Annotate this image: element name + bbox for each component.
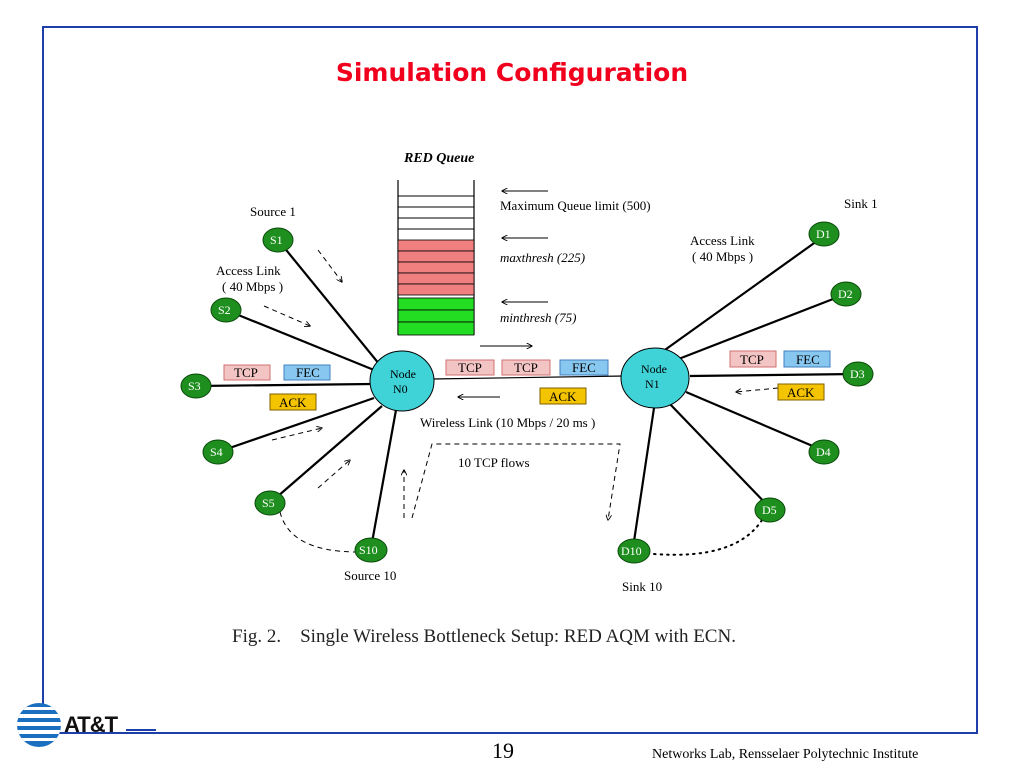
hub-n1-line1: Node [641, 362, 667, 376]
red-queue: RED Queue Maximum Queue limit (500) maxt… [397, 151, 651, 336]
packet-tcp-left-label: TCP [234, 365, 258, 380]
hub-n1-line2: N1 [645, 377, 660, 391]
packets-middle: TCP TCP FEC ACK [445, 359, 609, 405]
label-source10: Source 10 [344, 568, 396, 583]
footer-credit: Networks Lab, Rensselaer Polytechnic Ins… [652, 747, 919, 762]
sink-dotted-curve [653, 519, 763, 556]
packet-fec-mid [559, 359, 609, 376]
packets-left: TCP FEC ACK [223, 364, 331, 411]
packet-fec-mid-label: FEC [572, 360, 596, 375]
source-s5-label: S5 [262, 496, 275, 510]
wireless-link-line [431, 375, 625, 380]
queue-empty-slots [398, 195, 474, 230]
queue-maxthresh-label: maxthresh (225) [500, 250, 585, 265]
queue-green-slots [397, 297, 475, 336]
packets-right: TCP FEC ACK [729, 350, 831, 401]
packet-ack-mid-label: ACK [549, 389, 577, 404]
sink-d10-label: D10 [621, 544, 642, 558]
hub-n0-line1: Node [390, 367, 416, 381]
packet-tcp-left [223, 364, 271, 381]
source-node-s4: S4 [202, 439, 234, 465]
label-sink10: Sink 10 [622, 579, 662, 594]
queue-minthresh-label: minthresh (75) [500, 310, 576, 325]
queue-max-label: Maximum Queue limit (500) [500, 198, 651, 213]
packet-fec-right-label: FEC [796, 352, 820, 367]
source-links [195, 239, 398, 549]
figure-caption: Fig. 2. Single Wireless Bottleneck Setup… [232, 626, 736, 647]
label-access-link-right-1: Access Link [690, 233, 755, 248]
source-nodes: S1 S2 S3 S4 S5 S10 [180, 227, 388, 563]
source-s2-label: S2 [218, 303, 231, 317]
hub-n0-line2: N0 [393, 382, 408, 396]
sink-node-d1: D1 [808, 221, 840, 247]
sink-d5-label: D5 [762, 503, 777, 517]
queue-red-slots [397, 239, 475, 296]
packet-ack-mid [539, 387, 587, 405]
diagram-labels: Source 1 Access Link ( 40 Mbps ) Access … [216, 196, 878, 594]
att-globe-logo [17, 703, 156, 747]
source-node-s10: S10 [354, 537, 388, 563]
source-node-s2: S2 [210, 297, 242, 323]
queue-title: RED Queue [403, 151, 474, 166]
source-s3-label: S3 [188, 379, 201, 393]
packet-fec-left-label: FEC [296, 365, 320, 380]
traffic-arrows [263, 249, 779, 553]
slide-frame [42, 26, 978, 734]
source-node-s5: S5 [254, 490, 286, 516]
label-source1: Source 1 [250, 204, 296, 219]
packet-tcp-mid-1 [445, 359, 495, 376]
packet-tcp-mid-1-label: TCP [458, 360, 482, 375]
label-access-link-left-1: Access Link [216, 263, 281, 278]
packet-fec-left [283, 364, 331, 381]
packet-tcp-mid-2 [501, 359, 551, 376]
packet-fec-right [783, 350, 831, 368]
sink-node-d10: D10 [617, 538, 651, 564]
source-node-s1: S1 [262, 227, 294, 253]
label-wireless-link: Wireless Link (10 Mbps / 20 ms ) [420, 415, 595, 430]
slide-title: Simulation Configuration [335, 58, 689, 87]
packet-ack-left [269, 393, 317, 411]
hub-node-n0: Node N0 [369, 350, 435, 412]
source-s4-label: S4 [210, 445, 223, 459]
packet-tcp-right [729, 350, 777, 368]
packet-ack-right-label: ACK [787, 385, 815, 400]
sink-node-d5: D5 [754, 497, 786, 523]
att-logo-text: AT&T [64, 712, 118, 737]
source-s1-label: S1 [270, 233, 283, 247]
packet-tcp-right-label: TCP [740, 352, 764, 367]
page-number: 19 [492, 738, 514, 763]
packet-ack-right [777, 383, 825, 401]
label-sink1: Sink 1 [844, 196, 878, 211]
sink-node-d2: D2 [830, 281, 862, 307]
source-s10-label: S10 [359, 543, 378, 557]
source-node-s3: S3 [180, 373, 212, 399]
sink-d4-label: D4 [816, 445, 831, 459]
sink-d3-label: D3 [850, 367, 865, 381]
hub-node-n1: Node N1 [620, 347, 690, 409]
sink-node-d3: D3 [842, 361, 874, 387]
packet-ack-left-label: ACK [279, 395, 307, 410]
sink-node-d4: D4 [808, 439, 840, 465]
sink-links [631, 235, 857, 549]
packet-tcp-mid-2-label: TCP [514, 360, 538, 375]
label-access-link-left-2: ( 40 Mbps ) [222, 279, 283, 294]
sink-nodes: D1 D2 D3 D4 D5 D10 [617, 221, 874, 564]
sink-d1-label: D1 [816, 227, 831, 241]
label-access-link-right-2: ( 40 Mbps ) [692, 249, 753, 264]
sink-d2-label: D2 [838, 287, 853, 301]
label-tcp-flows: 10 TCP flows [458, 455, 530, 470]
